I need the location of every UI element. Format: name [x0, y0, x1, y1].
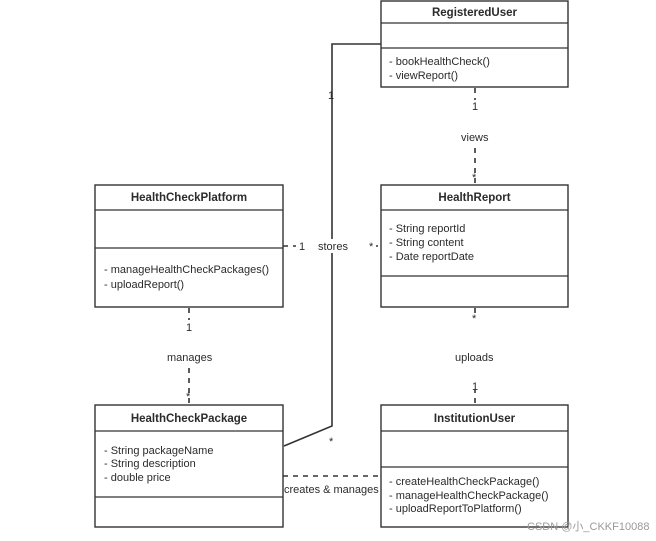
class-registered-user: RegisteredUser - bookHealthCheck() - vie… [380, 0, 569, 88]
class-name: HealthReport [438, 192, 510, 204]
label-uploads: uploads [455, 352, 494, 364]
mult-creates-target: * [329, 436, 334, 448]
mult-uploads-source: * [472, 313, 477, 325]
mult-creates-source: 1 [328, 90, 334, 102]
attribute-item: - double price [104, 472, 171, 484]
class-health-report: HealthReport - String reportId - String … [380, 184, 569, 308]
method-item: - manageHealthCheckPackage() [389, 490, 549, 502]
method-item: - uploadReport() [104, 279, 184, 291]
attribute-item: - String content [389, 237, 464, 249]
connector-creates-manages [283, 43, 381, 447]
label-creates-manages: creates & manages [284, 484, 379, 496]
class-name: HealthCheckPlatform [131, 192, 247, 204]
class-name: InstitutionUser [434, 413, 516, 425]
mult-views-target: * [472, 172, 477, 184]
method-item: - uploadReportToPlatform() [389, 503, 522, 515]
attribute-item: - Date reportDate [389, 251, 474, 263]
method-item: - manageHealthCheckPackages() [104, 264, 269, 276]
class-name: RegisteredUser [432, 7, 518, 19]
class-name: HealthCheckPackage [131, 413, 247, 425]
mult-stores-source: 1 [299, 241, 305, 253]
mult-manages-target: * [186, 391, 191, 403]
attribute-item: - String reportId [389, 223, 465, 235]
method-item: - viewReport() [389, 70, 458, 82]
mult-stores-target: * [369, 241, 374, 253]
label-views: views [461, 132, 489, 144]
attribute-item: - String packageName [104, 445, 213, 457]
watermark: CSDN @小_CKKF10088 [527, 520, 649, 533]
mult-views-source: 1 [472, 101, 478, 113]
method-item: - bookHealthCheck() [389, 56, 490, 68]
mult-uploads-target: 1 [472, 381, 478, 393]
label-manages: manages [167, 352, 213, 364]
class-health-check-platform: HealthCheckPlatform - manageHealthCheckP… [94, 184, 284, 308]
class-health-check-package: HealthCheckPackage - String packageName … [94, 404, 284, 528]
method-item: - createHealthCheckPackage() [389, 476, 539, 488]
attribute-item: - String description [104, 458, 196, 470]
class-institution-user: InstitutionUser - createHealthCheckPacka… [380, 404, 569, 528]
label-stores: stores [318, 241, 348, 253]
mult-manages-source: 1 [186, 322, 192, 334]
